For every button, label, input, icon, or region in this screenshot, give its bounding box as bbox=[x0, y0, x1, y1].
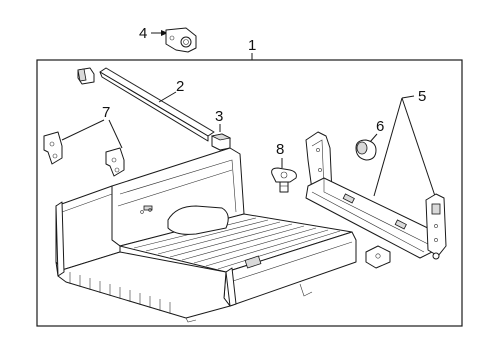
callout-6: 6 bbox=[369, 118, 384, 143]
callout-1-label: 1 bbox=[248, 37, 256, 54]
callout-5: 5 bbox=[373, 88, 436, 197]
hinge-bracket-part bbox=[165, 27, 197, 53]
callout-7-label: 7 bbox=[102, 104, 110, 121]
sill-strip-part bbox=[99, 67, 215, 142]
callout-8: 8 bbox=[276, 141, 284, 168]
callout-2: 2 bbox=[158, 78, 184, 103]
callout-8-label: 8 bbox=[276, 141, 284, 158]
side-bracket-right bbox=[105, 147, 125, 177]
bracket-clip-part bbox=[365, 245, 391, 269]
diagram-frame bbox=[36, 59, 463, 327]
callout-3-label: 3 bbox=[215, 108, 223, 125]
callout-3: 3 bbox=[215, 108, 223, 132]
callout-1: 1 bbox=[248, 37, 256, 60]
clip-part bbox=[77, 67, 95, 85]
bumper-pad-part bbox=[210, 133, 232, 151]
callout-4: 4 bbox=[139, 25, 168, 42]
pickup-box-part bbox=[55, 147, 357, 323]
callout-4-label: 4 bbox=[139, 25, 147, 42]
tie-down-hook-part bbox=[271, 167, 297, 193]
side-bracket-left bbox=[43, 131, 63, 165]
callout-7: 7 bbox=[61, 104, 123, 149]
box-mounting-bracket-part bbox=[305, 131, 447, 260]
callout-5-label: 5 bbox=[418, 88, 426, 105]
callout-6-label: 6 bbox=[376, 118, 384, 135]
callout-2-label: 2 bbox=[176, 78, 184, 95]
insulator-part bbox=[355, 139, 377, 161]
